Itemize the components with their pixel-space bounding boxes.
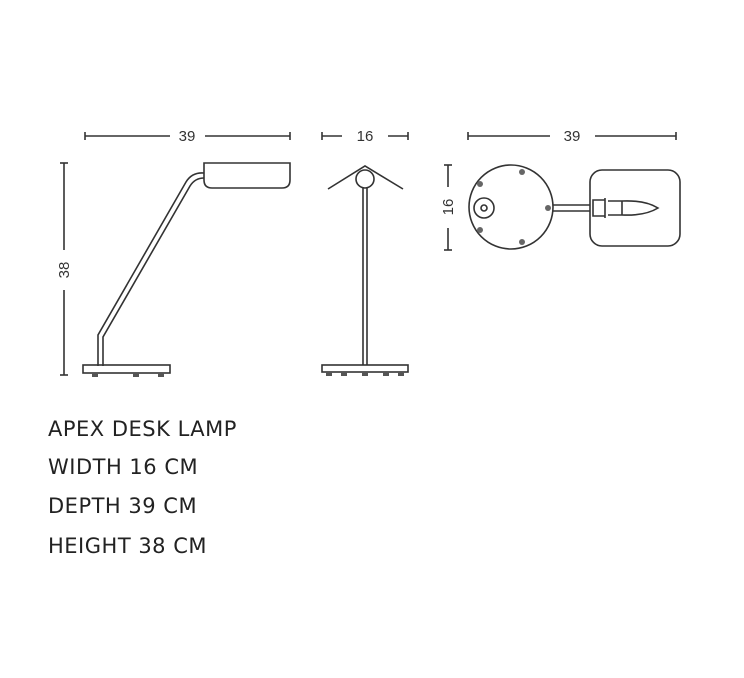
depth-dimension-line (84, 132, 291, 140)
lamp-base (321, 364, 409, 373)
spec-height: HEIGHT 38 CM (48, 534, 207, 558)
top-view: 39 16 (440, 128, 681, 251)
lamp-stem (362, 188, 368, 365)
lamp-shade (327, 165, 404, 190)
product-name: APEX DESK LAMP (48, 417, 237, 441)
front-width-label: 16 (357, 128, 374, 145)
side-view: 39 38 (56, 128, 291, 377)
spec-depth: DEPTH 39 CM (48, 494, 198, 518)
spec-width: WIDTH 16 CM (48, 455, 199, 479)
side-depth-label: 39 (179, 128, 196, 145)
lamp-head-outline (589, 169, 681, 247)
lamp-head (203, 162, 291, 189)
width-dimension-line (444, 164, 452, 251)
lamp-joint (355, 169, 375, 189)
height-dimension-line (60, 162, 68, 376)
stem-center (480, 204, 488, 212)
lamp-base (82, 364, 171, 374)
top-depth-label: 39 (564, 128, 581, 145)
screw-heads (477, 169, 551, 245)
width-dimension-line (321, 132, 409, 140)
arm-rod (553, 204, 590, 212)
stem-top (473, 197, 495, 219)
front-view: 16 (321, 128, 409, 376)
base-feet (326, 372, 404, 376)
top-width-label: 16 (440, 199, 457, 216)
side-height-label: 38 (56, 262, 73, 279)
base-feet (92, 373, 164, 377)
depth-dimension-line (467, 132, 677, 140)
base-disc (468, 164, 554, 250)
bulb-icon (592, 198, 660, 218)
lamp-arm (97, 172, 205, 366)
